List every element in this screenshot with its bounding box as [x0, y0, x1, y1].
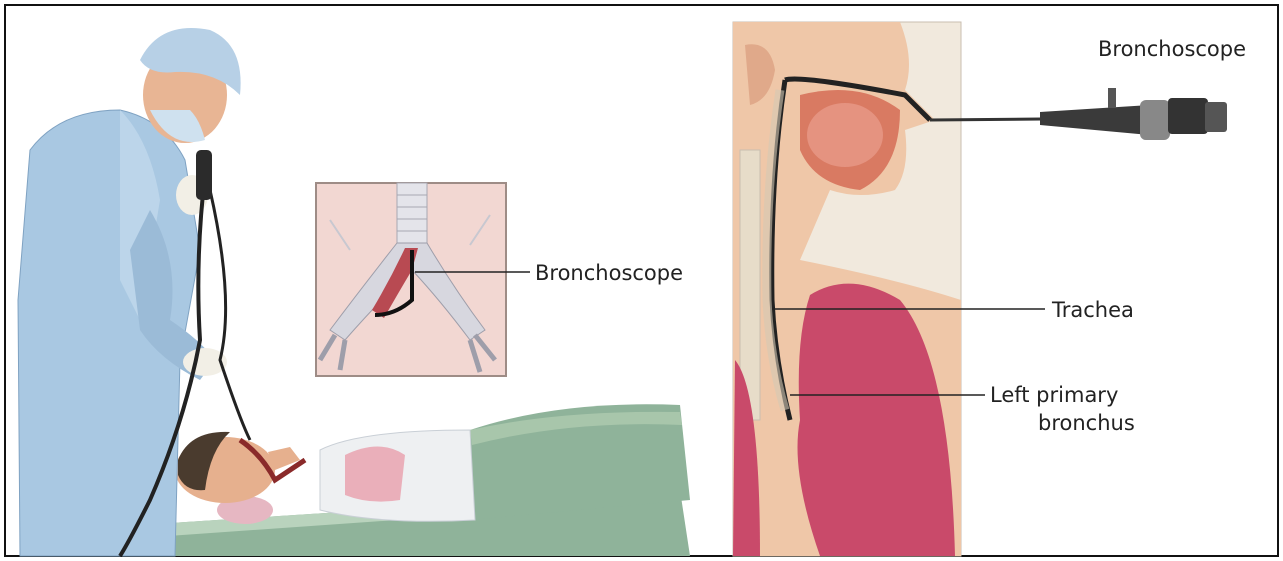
trachea-label: Trachea — [1052, 297, 1134, 323]
bronchoscope-instrument — [930, 88, 1227, 140]
patient-head — [175, 432, 305, 503]
top-bronchoscope-label: Bronchoscope — [1098, 36, 1246, 62]
patient-lungs — [345, 447, 405, 502]
left-primary-bronchus-label-line2: bronchus — [1038, 410, 1135, 436]
anatomy-panel — [733, 22, 961, 556]
left-primary-bronchus-label-line1: Left primary — [990, 382, 1118, 408]
inset-bronchoscope-label: Bronchoscope — [535, 260, 683, 286]
inset-diagram — [316, 183, 506, 376]
